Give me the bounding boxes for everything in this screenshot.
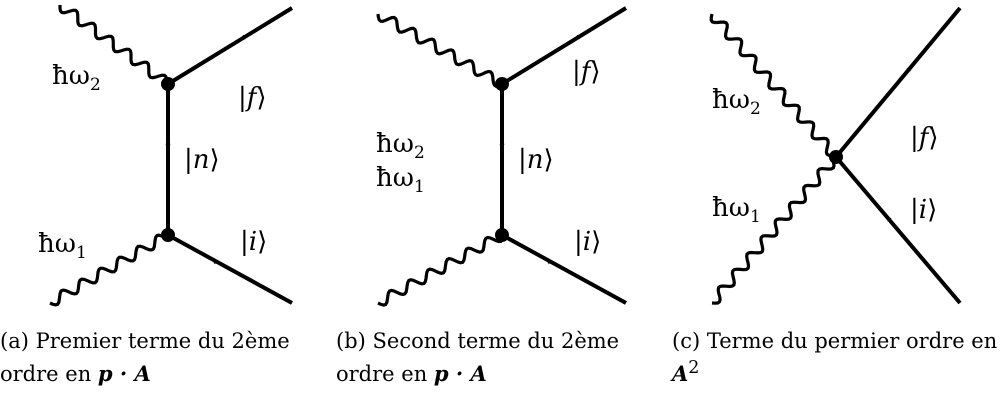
photon-label-2: ħω2 (712, 85, 761, 119)
caption-b: (b) Second terme du 2ème ordre en p · A (336, 328, 666, 388)
caption-text: Second terme du 2ème ordre en (336, 329, 620, 386)
caption-tag: (b) (336, 329, 366, 353)
fermion-line-final (834, 6, 962, 159)
photon-line-1 (711, 153, 836, 305)
diagram-a: ħω2 ħω1 |f⟩ |n⟩ |i⟩ (38, 5, 294, 307)
fermion-line-final (500, 6, 628, 86)
caption-a: (a) Premier terme du 2ème ordre en p · A (0, 328, 330, 388)
vertex-bottom (495, 228, 509, 242)
photon-label-1: ħω1 (38, 229, 87, 263)
caption-sup: 2 (688, 358, 700, 378)
state-label-n: |n⟩ (518, 145, 554, 175)
photon-line-2 (376, 13, 503, 88)
photon-label-1: ħω1 (376, 163, 425, 197)
photon-line-top (58, 5, 169, 86)
vertex-top (495, 77, 509, 91)
vertex-center (829, 150, 843, 164)
caption-math: p · A (433, 361, 487, 386)
state-label-f: |f⟩ (910, 123, 939, 153)
caption-c: (c) Terme du permier ordre en A2 (672, 328, 1002, 388)
state-label-f: |f⟩ (572, 57, 601, 87)
state-label-n: |n⟩ (184, 145, 220, 175)
caption-math: p · A (97, 361, 151, 386)
diagram-b: ħω2 ħω1 |f⟩ |n⟩ |i⟩ (376, 6, 628, 307)
state-label-i: |i⟩ (910, 195, 937, 225)
photon-line-1 (377, 235, 505, 307)
caption-math: A (672, 361, 689, 386)
caption-tag: (c) (672, 329, 701, 353)
vertex-bottom (161, 228, 175, 242)
photon-label-1: ħω1 (712, 193, 761, 227)
diagram-c: ħω2 ħω1 |f⟩ |i⟩ (709, 6, 962, 305)
photon-line-bottom (49, 233, 171, 307)
fermion-line-initial (167, 233, 293, 305)
vertex-top (161, 77, 175, 91)
fermion-line-final (166, 6, 294, 86)
caption-text: Terme du permier ordre en (706, 329, 998, 353)
fermion-line-initial (834, 155, 962, 305)
state-label-f: |f⟩ (238, 83, 267, 113)
photon-label-2: ħω2 (376, 129, 425, 163)
photon-label-2: ħω2 (52, 61, 101, 95)
fermion-line-initial (501, 233, 627, 305)
caption-tag: (a) (0, 329, 29, 353)
photon-line-2 (709, 13, 839, 158)
caption-text: Premier terme du 2ème ordre en (0, 329, 290, 386)
state-label-i: |i⟩ (240, 227, 267, 257)
feynman-diagrams-canvas: ħω2 ħω1 |f⟩ |n⟩ |i⟩ ħω2 ħω1 |f⟩ |n⟩ |i⟩ … (38, 5, 962, 307)
state-label-i: |i⟩ (574, 227, 601, 257)
